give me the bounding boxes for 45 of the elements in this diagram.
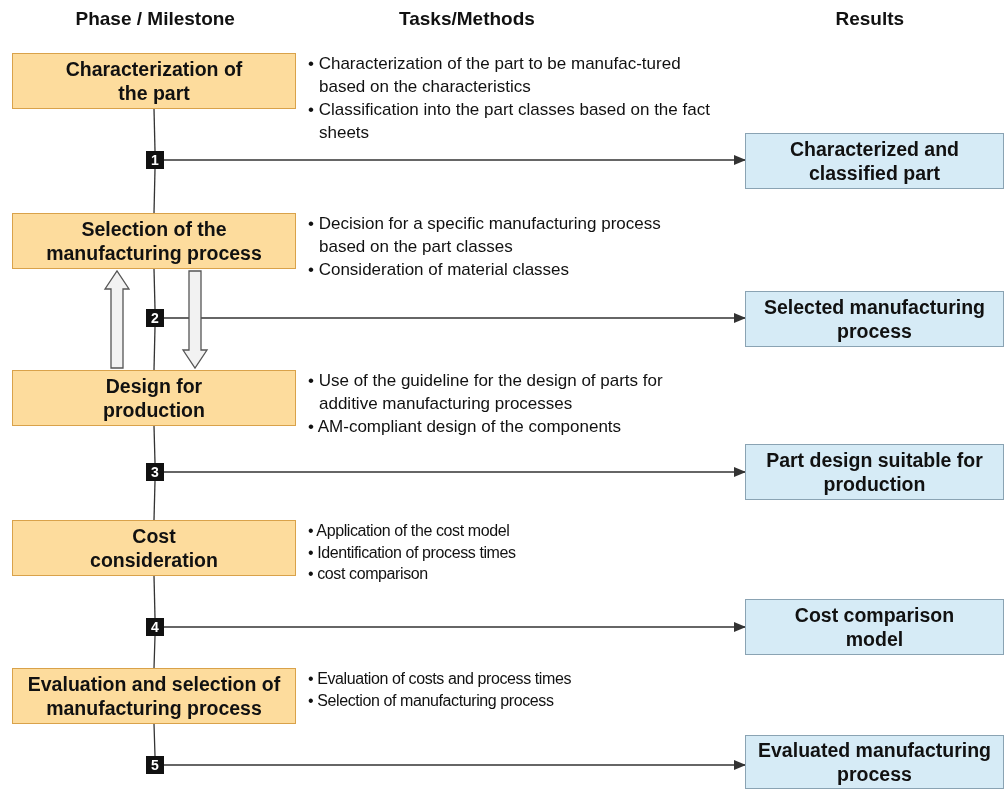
result-box: Characterized and classified part	[745, 133, 1004, 189]
arrow	[163, 467, 746, 477]
task-text: • Decision for a specific manufacturing process based on the part classes	[308, 213, 662, 258]
task-text: • Consideration of material classes	[308, 258, 571, 281]
phase-box: Cost consideration	[12, 520, 296, 576]
task-text: • Evaluation of costs and process times	[308, 669, 573, 689]
block-arrow	[103, 269, 131, 369]
connector-line	[153, 425, 156, 464]
connector-line	[153, 168, 156, 214]
arrow	[163, 155, 746, 165]
milestone-marker: 1	[146, 151, 164, 169]
result-box: Selected manufacturing process	[745, 291, 1004, 347]
milestone-marker: 4	[146, 618, 164, 636]
result-box: Part design suitable for production	[745, 444, 1004, 500]
task-text: • Identification of process times	[308, 542, 517, 563]
column-heading: Tasks/Methods	[399, 8, 535, 30]
connector-line	[153, 575, 156, 619]
milestone-marker: 3	[146, 463, 164, 481]
connector-line	[153, 326, 156, 371]
connector-line	[153, 635, 156, 669]
phase-box: Selection of the manufacturing process	[12, 213, 296, 269]
column-heading: Results	[835, 8, 905, 30]
task-text: • Selection of manufacturing process	[308, 690, 555, 711]
arrow	[163, 760, 746, 770]
task-text: • Characterization of the part to be manufac-tured based on the characteristics	[308, 53, 682, 98]
task-text: • Application of the cost model	[308, 521, 511, 541]
phase-box: Characterization of the part	[12, 53, 296, 109]
arrow	[163, 313, 746, 323]
connector-line	[153, 108, 156, 152]
milestone-marker: 5	[146, 756, 164, 774]
block-arrow	[181, 270, 209, 370]
milestone-marker: 2	[146, 309, 164, 327]
task-text: • Classification into the part classes based on the fact sheets	[308, 98, 711, 144]
connector-line	[153, 268, 156, 310]
task-text: • cost comparison	[308, 564, 429, 585]
column-heading: Phase / Milestone	[75, 8, 235, 30]
task-text: • AM-compliant design of the components	[308, 415, 623, 438]
connector-line	[153, 480, 156, 521]
result-box: Cost comparison model	[745, 599, 1004, 655]
result-box: Evaluated manufacturing process	[745, 735, 1004, 789]
task-text: • Use of the guideline for the design of parts for additive manufacturing processes	[308, 370, 664, 415]
phase-box: Evaluation and selection of manufacturing process	[12, 668, 296, 724]
arrow	[163, 622, 746, 632]
connector-line	[153, 723, 156, 757]
phase-box: Design for production	[12, 370, 296, 426]
